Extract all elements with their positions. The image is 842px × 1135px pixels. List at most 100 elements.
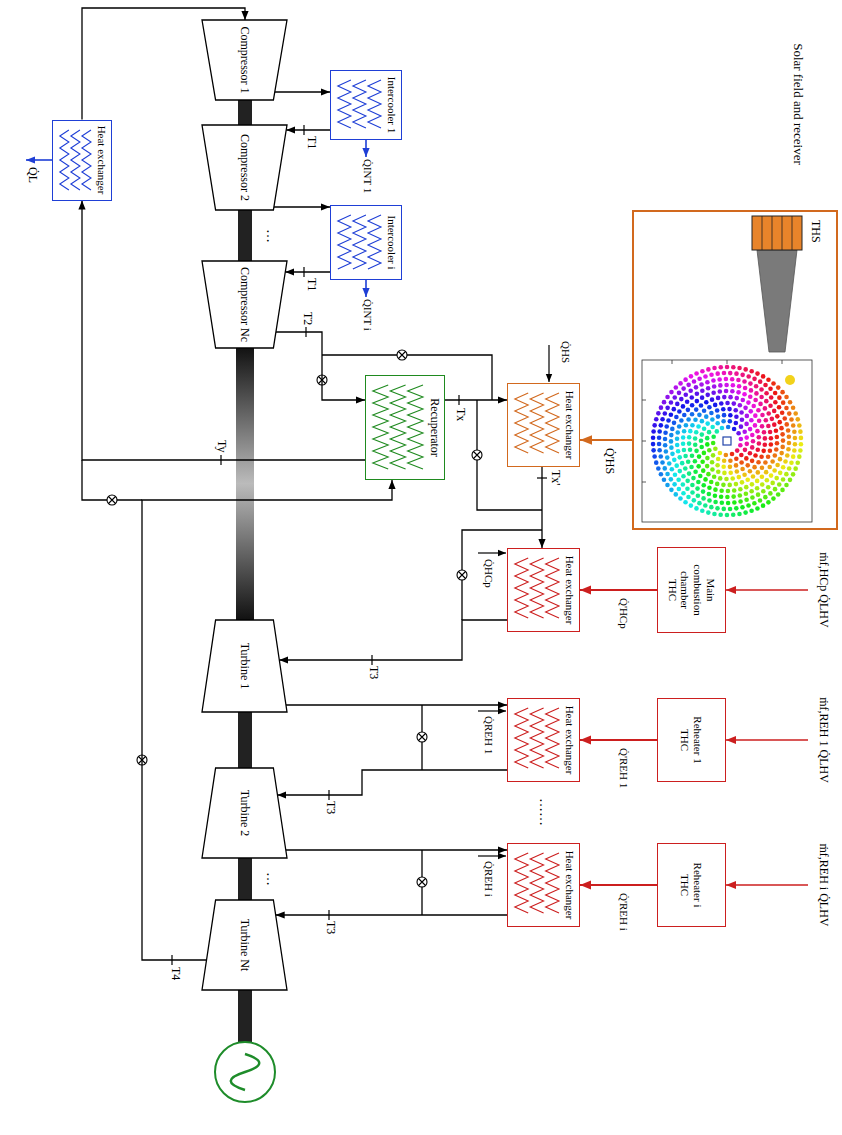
machine-outline <box>202 900 287 990</box>
heliostat-dot <box>672 482 677 487</box>
heliostat-dot <box>701 496 706 501</box>
compressor: Compressor 2 <box>202 125 287 210</box>
heat-flow-label: Q̇'HS <box>603 447 616 475</box>
heliostat-dot <box>669 433 674 438</box>
state-label: Q̇INT i <box>362 299 374 331</box>
heliostat-dot <box>725 495 730 500</box>
heliostat-dot <box>763 383 768 388</box>
ellipsis-mark: …… <box>537 798 552 826</box>
node-title: Compressor 2 <box>238 134 252 201</box>
heliostat-dot <box>659 472 664 477</box>
turbine: Turbine 2 <box>202 768 287 858</box>
heliostat-dot <box>669 477 674 482</box>
heliostat-dot <box>710 397 715 402</box>
heliostat-dot <box>731 365 736 370</box>
heliostat-dot <box>758 498 763 503</box>
state-label: T3 <box>324 801 337 814</box>
heliostat-dot <box>737 475 742 480</box>
heliostat-dot <box>699 382 704 387</box>
heliostat-dot <box>736 390 741 395</box>
heliostat-dot <box>768 386 773 391</box>
heliostat-dot <box>681 435 686 440</box>
heliostat-dot <box>793 411 798 416</box>
reheater-box: Reheater 1THC <box>657 698 726 782</box>
solar-tower-illustration <box>752 216 802 250</box>
valve-symbol <box>399 352 406 359</box>
heliostat-dot <box>798 448 803 453</box>
heliostat-dot <box>743 367 748 372</box>
coil-zigzag <box>530 708 543 768</box>
state-label: Q̇REH i <box>483 861 495 897</box>
flow-line <box>275 91 330 92</box>
heliostat-dot <box>760 475 765 480</box>
heliostat-dot <box>738 443 743 448</box>
coil-zigzag <box>515 853 528 913</box>
heliostat-dot <box>693 436 698 441</box>
heliostat-dot <box>784 483 789 488</box>
heliostat-dot <box>711 453 716 458</box>
heliostat-dot <box>745 463 750 468</box>
flow-line <box>142 480 392 960</box>
heliostat-dot <box>791 454 796 459</box>
heliostat-dot <box>765 478 770 483</box>
heliostat-dot <box>732 488 737 493</box>
heliostat-dot <box>771 496 776 501</box>
heliostat-dot <box>681 386 686 391</box>
valve-symbol <box>109 497 116 504</box>
heliostat-dot <box>690 403 695 408</box>
heliostat-dot <box>727 483 732 488</box>
coil-zigzag <box>338 215 351 269</box>
heliostat-dot <box>760 465 765 470</box>
bypass-line <box>82 355 542 915</box>
heliostat-dot <box>686 408 691 413</box>
heliostat-dot <box>763 436 768 441</box>
state-label: ṁf,REH i Q̇LHV <box>817 844 830 927</box>
shaft <box>238 858 252 900</box>
heliostat-dot <box>685 479 690 484</box>
heliostat-dot <box>696 424 701 429</box>
heliostat-dot <box>768 403 773 408</box>
heliostat-dot <box>670 427 675 432</box>
shaft <box>238 100 252 125</box>
heliostat-dot <box>722 471 727 476</box>
heliostat-dot <box>702 426 707 431</box>
state-label: Q̇HCp <box>483 559 495 588</box>
cooler-box: Heat exchanger <box>52 120 112 201</box>
heliostat-dot <box>669 439 674 444</box>
heliostat-dot <box>703 374 708 379</box>
heliostat-dot <box>677 391 682 396</box>
heliostat-dot <box>787 434 792 439</box>
heliostat-dot <box>709 505 714 510</box>
heliostat-dot <box>720 500 725 505</box>
heliostat-dot <box>706 367 711 372</box>
heliostat-dot <box>753 398 758 403</box>
shaft <box>238 712 252 768</box>
heliostat-dot <box>742 392 747 397</box>
flow-line <box>285 271 330 272</box>
heliostat-dot <box>740 398 745 403</box>
heliostat-dot <box>743 386 748 391</box>
solar-tower-illustration <box>762 216 792 250</box>
heliostat-dot <box>748 451 753 456</box>
heliostat-dot <box>651 429 656 434</box>
heliostat-dot <box>775 441 780 446</box>
heat-flow-label: Q̇'REH 1 <box>618 747 630 789</box>
heliostat-dot <box>663 437 668 442</box>
valve-symbol <box>472 450 482 460</box>
heliostat-dot <box>769 436 774 441</box>
machine-outline <box>202 768 287 858</box>
heliostat-dot <box>749 508 754 513</box>
heliostat-dot <box>726 425 731 430</box>
flow-line <box>276 914 507 915</box>
heliostat-dot <box>781 465 786 470</box>
heliostat-dot <box>694 371 699 376</box>
coil-zigzag <box>82 130 91 190</box>
heliostat-dot <box>779 451 784 456</box>
heliostat-dot <box>657 429 662 434</box>
shaft <box>238 210 252 262</box>
heliostat-dot <box>769 442 774 447</box>
heliostat-dot <box>756 470 761 475</box>
flow-line <box>541 467 542 548</box>
heliostat-dot <box>780 432 785 437</box>
heliostat-dot <box>791 472 796 477</box>
